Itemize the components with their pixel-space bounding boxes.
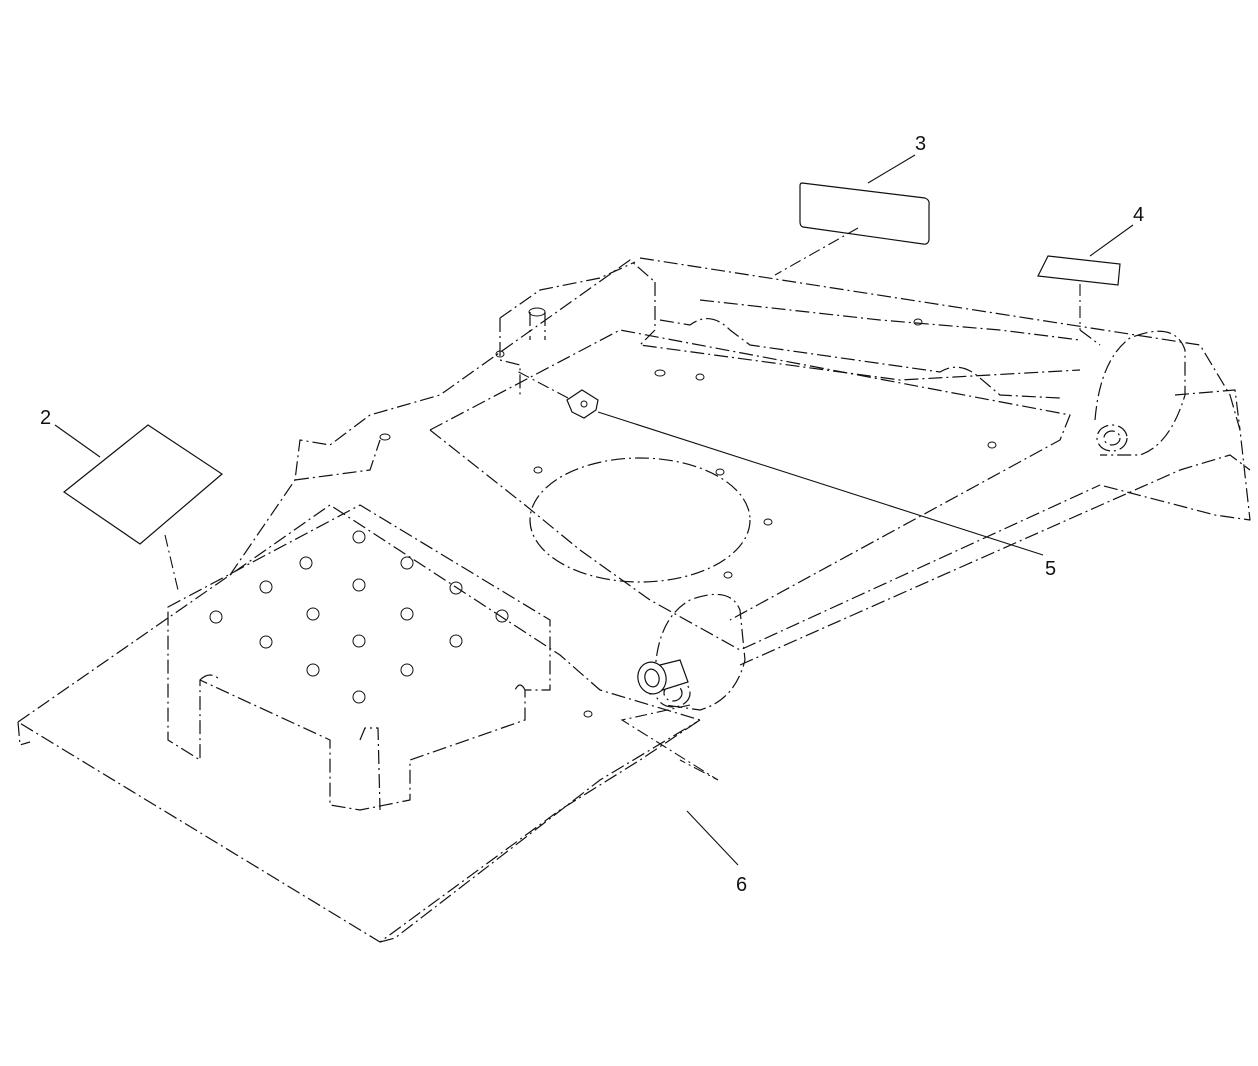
leader-lines: [54, 154, 1134, 866]
cleat-grid: [209, 530, 509, 704]
callout-6: 6: [736, 874, 747, 896]
leader-3: [867, 154, 916, 184]
decal-rect-large: [774, 182, 930, 276]
leader-4: [1089, 224, 1134, 257]
callout-2: 2: [40, 407, 51, 429]
deck-holes: [379, 318, 997, 718]
callout-4: 4: [1133, 204, 1144, 226]
clip-nut: [514, 369, 599, 419]
rear-pivot: [1094, 330, 1241, 456]
leader-6: [686, 810, 739, 866]
front-pivot: [654, 593, 746, 711]
callout-3: 3: [915, 133, 926, 155]
leader-5: [597, 411, 1044, 556]
leader-2: [54, 424, 101, 458]
callout-5: 5: [1045, 558, 1056, 580]
frame-assembly: [17, 257, 1251, 943]
decal-rect-small: [1037, 255, 1121, 330]
callout-labels: 2 3 4 5 6: [40, 133, 1144, 896]
decal-square: [62, 424, 223, 591]
flange-bushing: [620, 659, 719, 781]
step-pedestal: [167, 504, 551, 811]
